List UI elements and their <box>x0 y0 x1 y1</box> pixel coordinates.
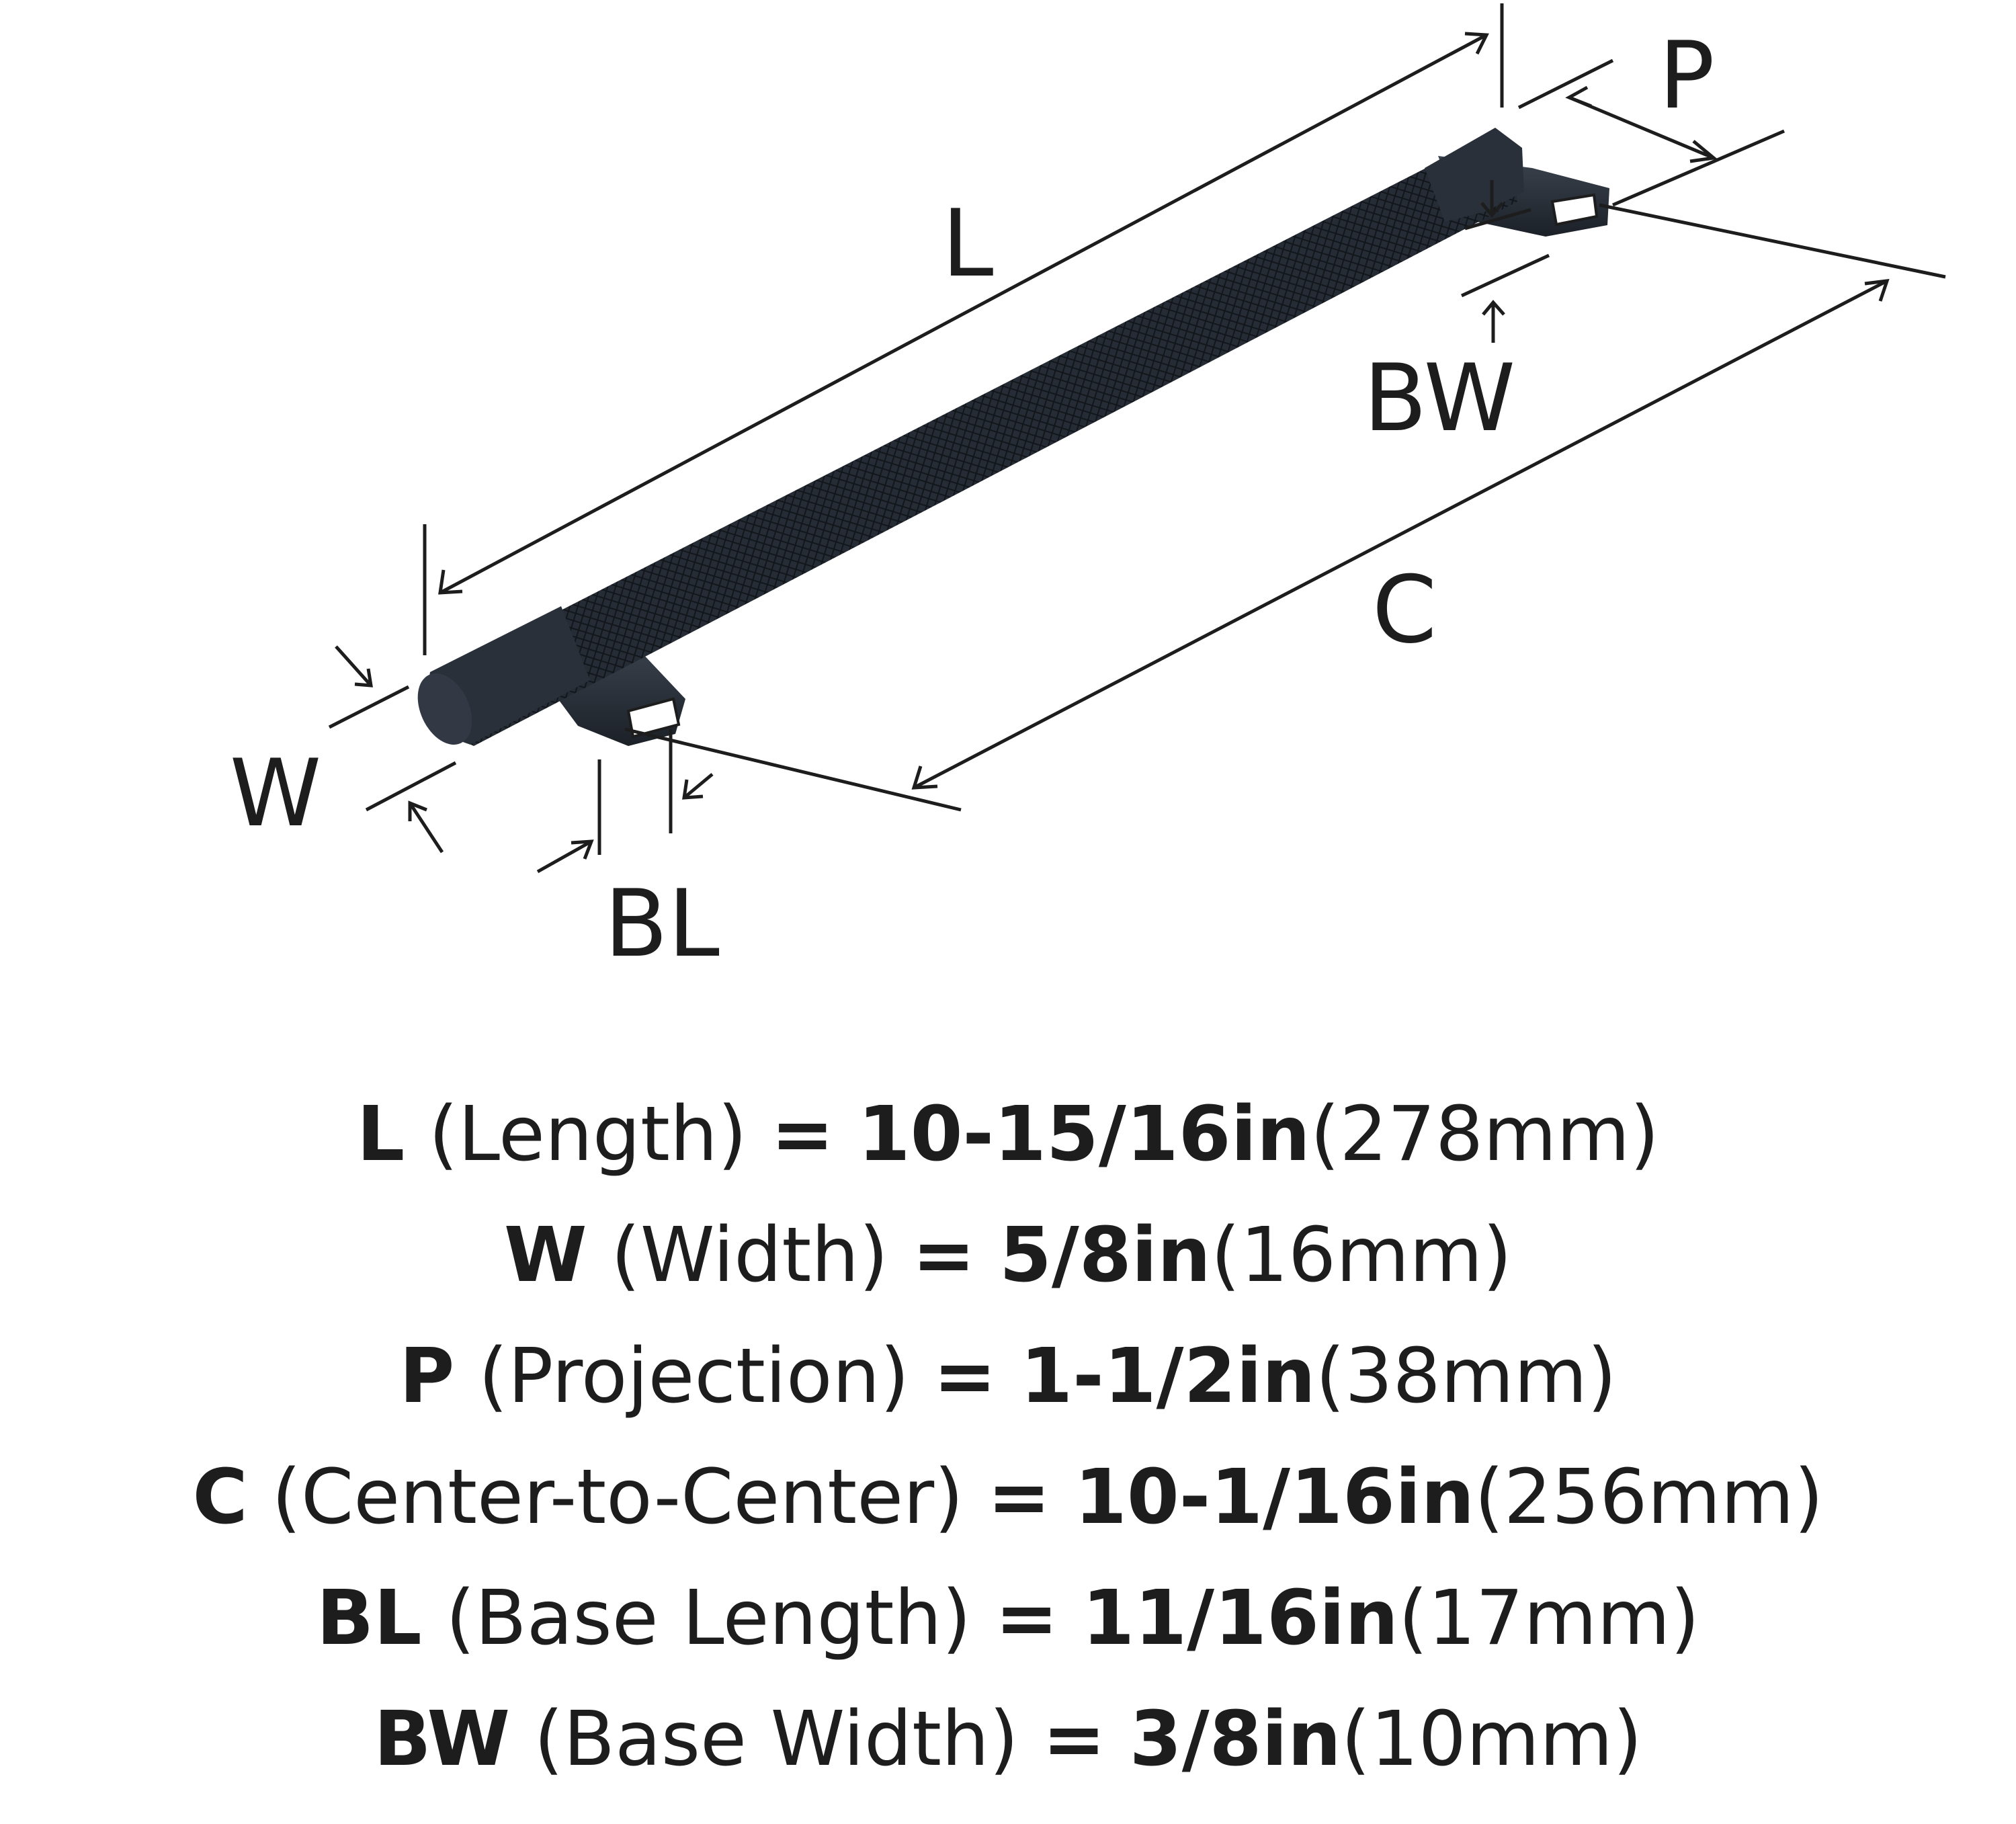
cabinet-pull-illustration <box>417 128 1609 746</box>
dimension-diagram: L P BW C W BL <box>230 3 1946 978</box>
spec-code: L <box>356 1091 405 1178</box>
spec-line-base-width: BW (Base Width) = 3/8in(10mm) <box>0 1679 2016 1800</box>
spec-imperial-value: 10-15/16in <box>857 1091 1310 1178</box>
label-p: P <box>1658 22 1714 130</box>
left-post-end <box>626 697 681 739</box>
right-post-end <box>1550 193 1599 226</box>
spec-code: C <box>192 1454 248 1541</box>
right-end-cap <box>1425 128 1524 222</box>
label-bl: BL <box>604 870 720 978</box>
spec-description: (Length) <box>428 1091 747 1178</box>
spec-equals: = <box>1042 1696 1106 1783</box>
spec-metric-value: (16mm) <box>1210 1212 1512 1299</box>
spec-line-base-length: BL (Base Length) = 11/16in(17mm) <box>0 1558 2016 1679</box>
specification-list: L (Length) = 10-15/16in(278mm) W (Width)… <box>0 1074 2016 1800</box>
spec-code: W <box>504 1212 587 1299</box>
spec-equals: = <box>987 1454 1051 1541</box>
spec-code: BW <box>374 1696 510 1783</box>
spec-imperial-value: 10-1/16in <box>1074 1454 1475 1541</box>
spec-description: (Base Length) <box>446 1575 972 1662</box>
spec-imperial-value: 3/8in <box>1129 1696 1341 1783</box>
label-c: C <box>1372 556 1437 664</box>
spec-code: P <box>399 1333 455 1420</box>
spec-equals: = <box>912 1212 976 1299</box>
spec-line-width: W (Width) = 5/8in(16mm) <box>0 1195 2016 1316</box>
label-bw: BW <box>1363 344 1515 452</box>
dimension-lines <box>328 3 1946 874</box>
spec-equals: = <box>995 1575 1058 1662</box>
spec-equals: = <box>771 1091 835 1178</box>
spec-description: (Projection) <box>478 1333 910 1420</box>
spec-imperial-value: 5/8in <box>999 1212 1211 1299</box>
knurled-bar <box>430 138 1517 746</box>
spec-code: BL <box>316 1575 422 1662</box>
spec-metric-value: (10mm) <box>1341 1696 1642 1783</box>
spec-imperial-value: 11/16in <box>1082 1575 1399 1662</box>
label-w: W <box>230 739 321 847</box>
spec-description: (Center-to-Center) <box>271 1454 964 1541</box>
spec-description: (Width) <box>611 1212 888 1299</box>
left-cap-face <box>417 673 472 745</box>
spec-metric-value: (256mm) <box>1474 1454 1824 1541</box>
spec-metric-value: (17mm) <box>1398 1575 1700 1662</box>
spec-description: (Base Width) <box>534 1696 1019 1783</box>
spec-line-center-to-center: C (Center-to-Center) = 10-1/16in(256mm) <box>0 1437 2016 1558</box>
dimension-labels: L P BW C W BL <box>230 22 1715 978</box>
spec-line-length: L (Length) = 10-15/16in(278mm) <box>0 1074 2016 1195</box>
label-l: L <box>942 190 994 298</box>
spec-imperial-value: 1-1/2in <box>1020 1333 1316 1420</box>
spec-metric-value: (278mm) <box>1310 1091 1660 1178</box>
spec-metric-value: (38mm) <box>1315 1333 1617 1420</box>
spec-equals: = <box>933 1333 997 1420</box>
spec-line-projection: P (Projection) = 1-1/2in(38mm) <box>0 1316 2016 1437</box>
